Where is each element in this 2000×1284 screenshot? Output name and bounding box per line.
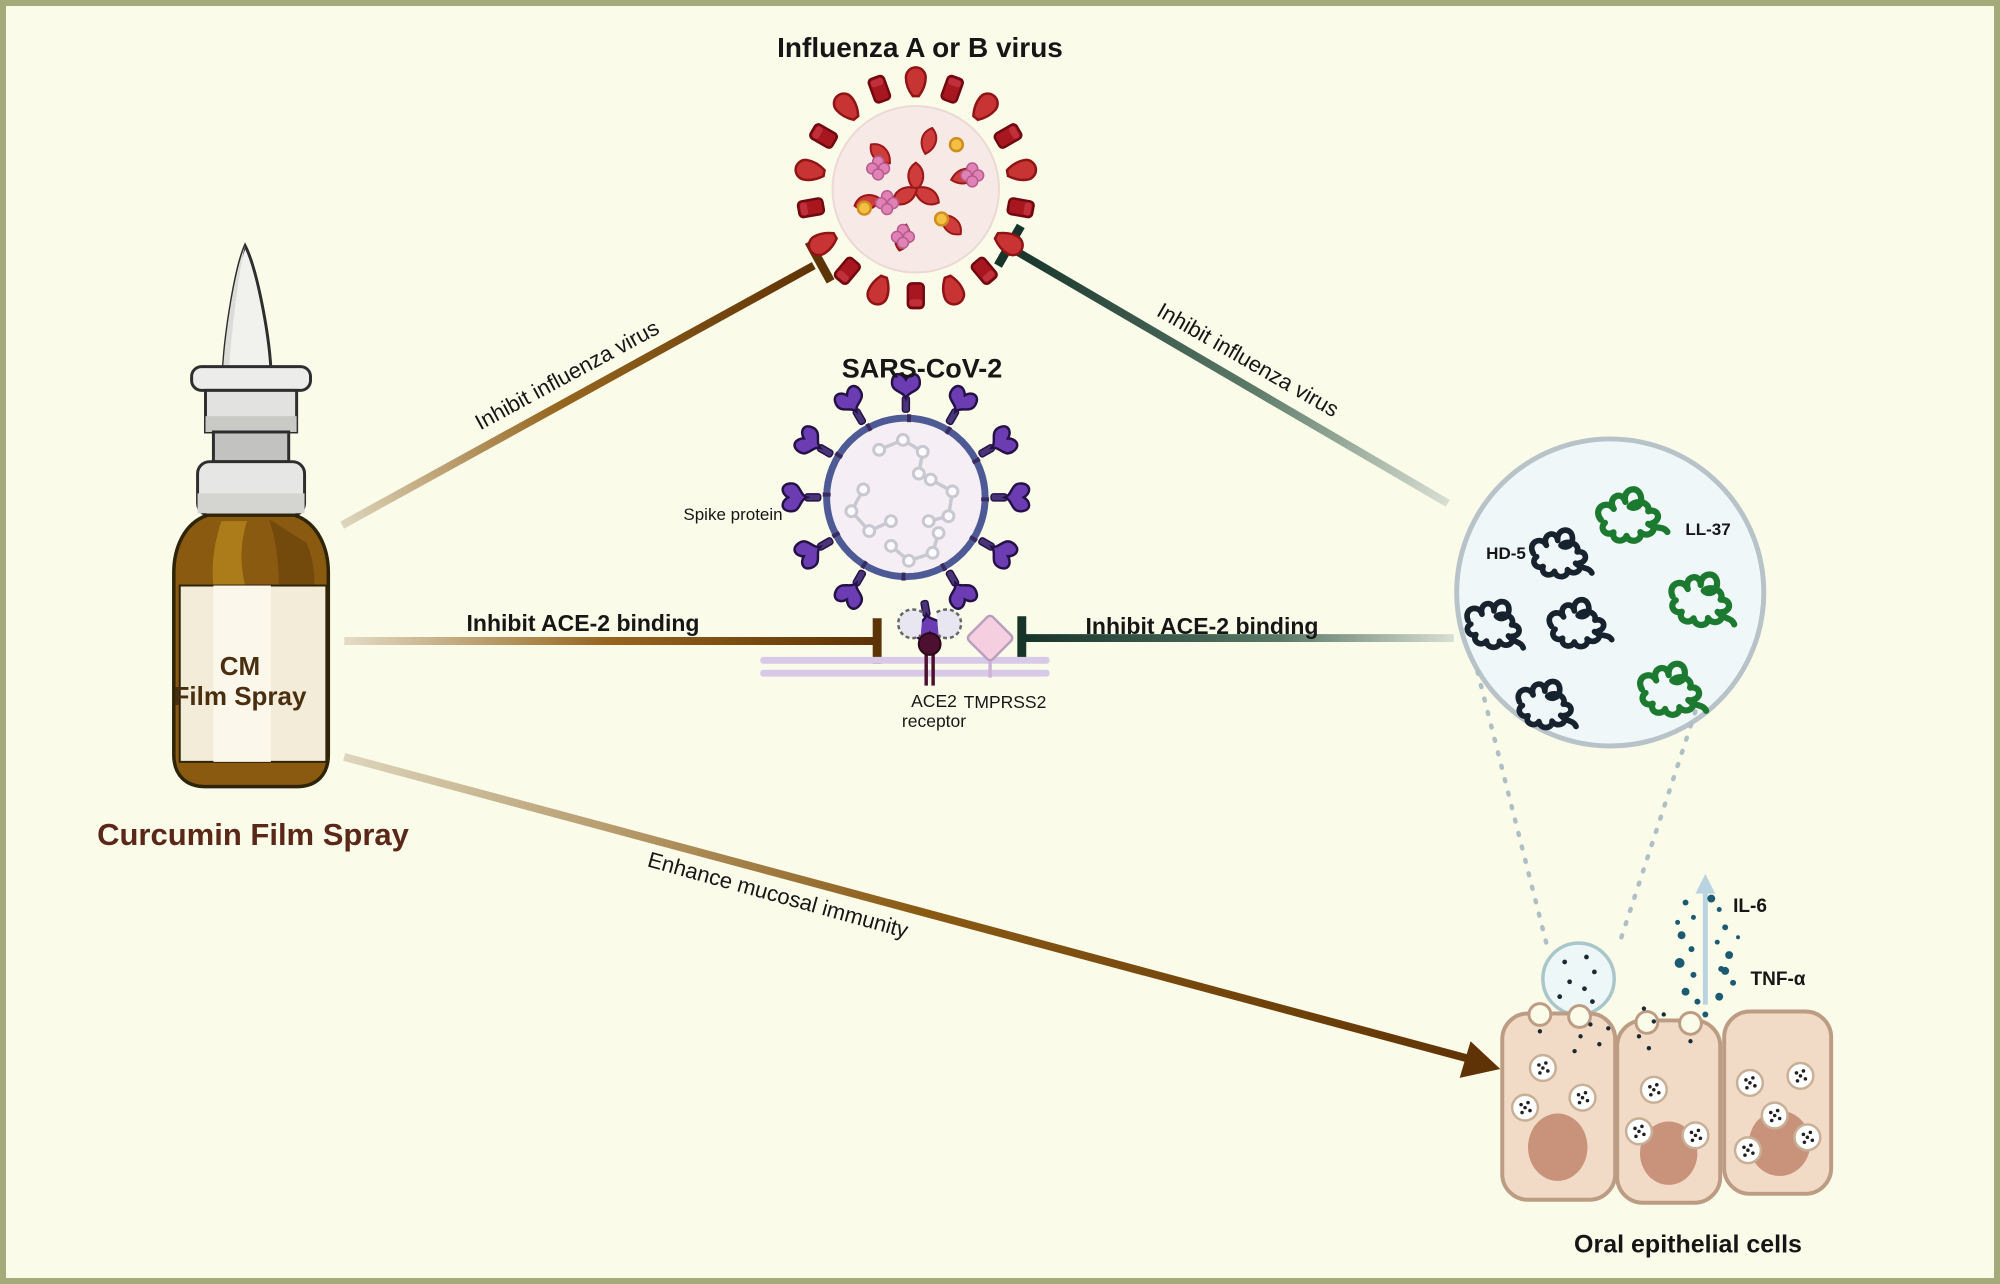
peptide-circle: [1454, 436, 1767, 749]
enhance-mucosal-arrow: [343, 753, 1501, 1078]
ace2-label-line2: receptor: [901, 711, 967, 731]
inhibit-ace2-right-arrow: [1017, 616, 1454, 662]
tmprss2-label: TMPRSS2: [963, 691, 1047, 712]
inhibit-ace2-left-arrow: [344, 618, 882, 664]
inhibit-ace2-right-label: Inhibit ACE-2 binding: [1085, 612, 1319, 639]
tmprss2-receptor: [966, 614, 1014, 678]
inhibit-ace2-left-label: Inhibit ACE-2 binding: [466, 609, 700, 636]
spray-bottle: [172, 242, 331, 789]
oral-epithelial-cells: [1500, 1002, 1834, 1205]
il6-label: IL-6: [1733, 896, 1767, 918]
influenza-virus: [792, 66, 1039, 310]
bottle-label-line2: Film Spray: [173, 681, 307, 711]
inhibit-influenza-right-arrow: [994, 223, 1450, 507]
ace2-receptor-label: ACE2 receptor: [902, 691, 966, 731]
ace2-label-line1: ACE2: [911, 690, 957, 711]
inhibit-influenza-left-arrow: [340, 239, 835, 529]
tnf-label: TNF-α: [1750, 969, 1806, 991]
bottle-label-text: CM Film Spray: [173, 651, 307, 712]
curcumin-caption: Curcumin Film Spray: [97, 817, 409, 853]
cell-notches: [1527, 1002, 1703, 1036]
ll37-label: LL-37: [1685, 520, 1731, 540]
spike-protein-label: Spike protein: [683, 505, 783, 525]
ace2-receptor: [897, 608, 963, 686]
secreted-dots: [1537, 1006, 1693, 1054]
hd5-label: HD-5: [1486, 544, 1526, 564]
secretion-bubble: [1541, 941, 1616, 1017]
diagram-artwork: [172, 66, 1834, 1205]
sars-title: SARS-CoV-2: [841, 353, 1003, 384]
bottle-label-line1: CM: [219, 651, 261, 682]
sars-cov-2-virus: [781, 372, 1031, 642]
influenza-title: Influenza A or B virus: [777, 31, 1063, 63]
up-arrow-icon: [1695, 873, 1716, 894]
cell-nuclei: [1528, 1110, 1811, 1185]
host-cell-membrane: [760, 656, 1050, 677]
oral-cells-caption: Oral epithelial cells: [1574, 1230, 1802, 1259]
viral-rna: [849, 437, 955, 563]
